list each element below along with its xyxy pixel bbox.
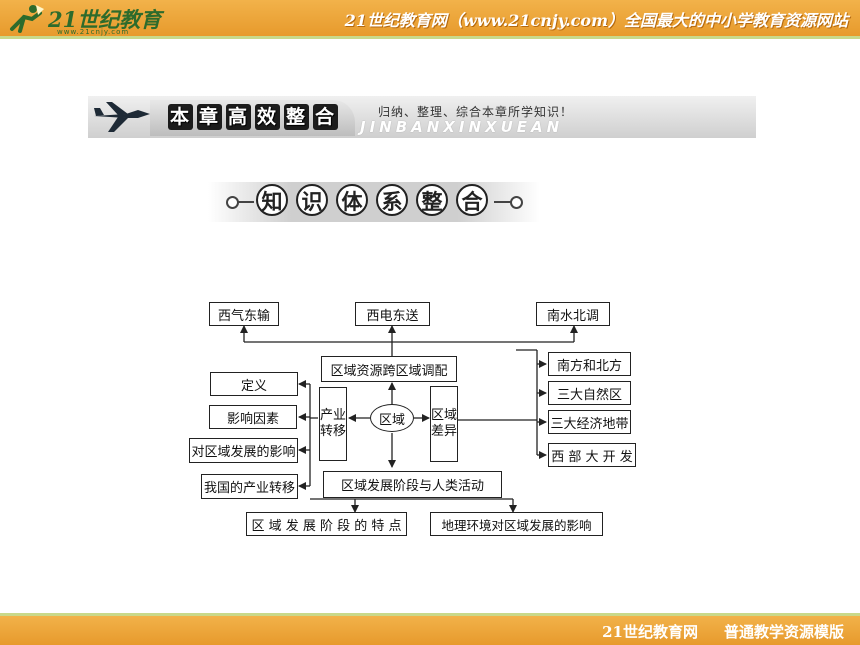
section-title-dot-right (510, 196, 523, 209)
node-three-economic-belts: 三大经济地带 (548, 410, 631, 434)
node-west-gas-east: 西气东输 (209, 302, 279, 326)
node-influence-factors: 影响因素 (209, 405, 297, 429)
logo-url: www.21cnjy.com (57, 28, 130, 36)
node-stage-features: 区 域 发 展 阶 段 的 特 点 (246, 512, 407, 536)
chapter-title-char: 整 (284, 104, 309, 130)
logo-text: 21世纪教育 (48, 7, 162, 32)
node-environment-impact: 地理环境对区域发展的影响 (430, 512, 603, 536)
top-banner-divider (0, 36, 860, 39)
node-industry-transfer: 产业转移 (319, 387, 347, 461)
chapter-title-char: 本 (168, 104, 193, 130)
footer-site: 21世纪教育网 (602, 623, 698, 641)
node-impact-on-region: 对区域发展的影响 (189, 438, 298, 463)
airplane-icon (94, 102, 150, 132)
node-definition: 定义 (210, 372, 298, 396)
section-title-char: 整 (416, 184, 448, 216)
diagram-connectors (240, 325, 578, 513)
node-south-water-north: 南水北调 (536, 302, 610, 326)
knowledge-diagram: 西气东输 西电东送 南水北调 区域资源跨区域调配 区域 产业转移 区域差异 定义… (180, 290, 654, 544)
section-title: 知识体系整合 (256, 184, 496, 216)
chapter-title-char: 章 (197, 104, 222, 130)
chapter-title-char: 效 (255, 104, 280, 130)
section-title-dot-left (226, 196, 239, 209)
node-resource-allocation: 区域资源跨区域调配 (321, 356, 457, 382)
footer-template: 普通教学资源模版 (723, 623, 844, 641)
site-slogan: 21世纪教育网（www.21cnjy.com）全国最大的中小学教育资源网站 (344, 11, 848, 30)
node-west-development: 西 部 大 开 发 (548, 443, 636, 467)
node-china-industry-transfer: 我国的产业转移 (201, 474, 298, 499)
logo-runner-icon (10, 5, 44, 33)
section-title-line-left (232, 201, 254, 203)
node-three-natural-zones: 三大自然区 (548, 381, 631, 405)
top-banner (0, 0, 860, 36)
chapter-title: 本章高效整合 (168, 104, 342, 130)
node-west-power-east: 西电东送 (355, 302, 430, 326)
node-region-center: 区域 (370, 404, 414, 432)
section-title-char: 体 (336, 184, 368, 216)
section-title-char: 系 (376, 184, 408, 216)
section-title-line-right (494, 201, 512, 203)
chapter-pinyin: JINBANXINXUEAN (360, 118, 564, 136)
chapter-subtitle: 归纳、整理、综合本章所学知识！ (378, 105, 574, 119)
bottom-banner-divider (0, 613, 860, 616)
section-title-char: 合 (456, 184, 488, 216)
chapter-title-char: 合 (313, 104, 338, 130)
bottom-banner (0, 616, 860, 645)
chapter-title-char: 高 (226, 104, 251, 130)
footer-text: 21世纪教育网 普通教学资源模版 (576, 621, 844, 642)
node-stages-activities: 区域发展阶段与人类活动 (323, 471, 502, 498)
section-title-char: 识 (296, 184, 328, 216)
section-title-char: 知 (256, 184, 288, 216)
node-south-north: 南方和北方 (548, 352, 631, 376)
node-regional-difference: 区域差异 (430, 386, 458, 462)
